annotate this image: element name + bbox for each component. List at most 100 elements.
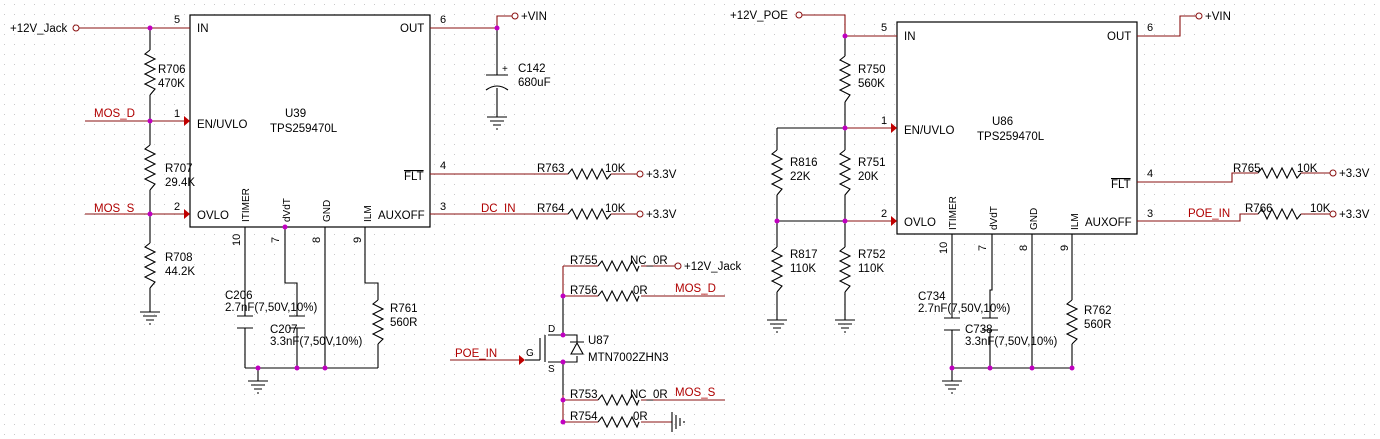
r762-body[interactable] [1065, 299, 1079, 345]
c734-ref: C734 [918, 291, 946, 303]
wire-vin-out [430, 15, 512, 29]
junction [294, 365, 300, 371]
u86-body[interactable] [896, 21, 1138, 235]
port-3v3-r766[interactable] [1329, 210, 1337, 218]
port-3v3-r763[interactable] [636, 170, 644, 178]
r764-body[interactable] [567, 207, 612, 221]
r706-body[interactable] [143, 49, 157, 96]
port-vin-left[interactable] [511, 12, 519, 20]
r754-ref: R754 [570, 411, 598, 423]
r763-body[interactable] [567, 167, 612, 181]
u39-pin-ovlo: OVLO [197, 210, 229, 222]
r756-body[interactable] [597, 289, 640, 303]
port-12v-jack-r755-label: +12V_Jack [684, 261, 741, 273]
junction [949, 365, 955, 371]
r756-ref: R756 [570, 285, 598, 297]
u87-pin-s: S [548, 364, 555, 375]
u87-pin-d: D [548, 324, 555, 335]
junction [560, 332, 566, 338]
r755-value: NC_0R [630, 255, 668, 267]
gnd-symbol-left-bottom [248, 380, 268, 394]
port-3v3-r765-label: +3.3V [1339, 168, 1370, 180]
u39-pinnum-in: 5 [174, 14, 180, 26]
junction [842, 33, 848, 39]
c207-plates [289, 315, 305, 329]
u86-pin-gnd: GND [1029, 208, 1040, 230]
c142-ref: C142 [518, 63, 546, 75]
right-ovlo-arrow [891, 216, 897, 226]
junction [322, 365, 328, 371]
u86-pinnum-out: 6 [1147, 22, 1153, 34]
u87-pin-g: G [526, 348, 534, 359]
junction [147, 118, 153, 124]
u39-pin-ilm: ILM [363, 205, 374, 222]
r707-value: 29.4K [165, 177, 195, 189]
port-vin-right[interactable] [1195, 12, 1203, 20]
wire-r755-rail [562, 265, 675, 296]
r707-ref: R707 [165, 163, 193, 175]
r754-body[interactable] [597, 415, 640, 429]
port-3v3-r764[interactable] [636, 210, 644, 218]
u39-pin-en: EN/UVLO [197, 119, 248, 131]
r761-body[interactable] [371, 299, 385, 345]
u39-pinnum-itimer: 10 [231, 234, 243, 246]
r706-value: 470K [158, 78, 185, 90]
u87-diode-wires [563, 334, 578, 363]
r765-value: 10K [1297, 163, 1318, 175]
r752-body[interactable] [838, 246, 852, 293]
u86-pinnum-ilm: 9 [1059, 245, 1071, 251]
r764-value: 10K [605, 203, 626, 215]
u39-pinnum-ovlo: 2 [174, 201, 180, 213]
u86-pinnum-in: 5 [881, 22, 887, 34]
u86-pin-ovlo: OVLO [904, 217, 936, 229]
net-mos-s: MOS_S [94, 203, 135, 215]
r764-ref: R764 [537, 203, 565, 215]
net-dc-in: DC_IN [481, 203, 516, 215]
r765-body[interactable] [1257, 166, 1302, 180]
net-mos-s-out: MOS_S [675, 387, 716, 399]
net-mos-d: MOS_D [94, 108, 135, 120]
port-12v-jack-r755[interactable] [674, 262, 682, 270]
junction [774, 218, 780, 224]
r816-ref: R816 [790, 157, 818, 169]
wire-flt-r765 [1137, 172, 1258, 183]
u39-pin-in: IN [197, 23, 209, 35]
r708-body[interactable] [143, 242, 157, 289]
r816-value: 22K [790, 171, 811, 183]
r751-body[interactable] [838, 149, 852, 196]
r817-ref: R817 [790, 249, 818, 261]
r762-ref: R762 [1084, 305, 1112, 317]
u39-body[interactable] [189, 14, 431, 228]
gnd-symbol-r752 [835, 319, 855, 333]
r754-value: 0R [633, 411, 648, 423]
junction [560, 397, 566, 403]
port-3v3-r766-label: +3.3V [1339, 209, 1370, 221]
u86-pin-en: EN/UVLO [904, 125, 955, 137]
port-3v3-r765[interactable] [1329, 169, 1337, 177]
port-12v-jack[interactable] [72, 24, 80, 32]
u87-channel [539, 335, 546, 362]
u86-pin-dvdt: dVdT [989, 206, 1000, 230]
u86-ref: U86 [992, 116, 1013, 128]
r750-body[interactable] [838, 55, 852, 103]
r753-ref: R753 [570, 389, 598, 401]
r753-body[interactable] [597, 393, 640, 407]
junction [842, 218, 848, 224]
r755-body[interactable] [597, 259, 640, 273]
r817-body[interactable] [770, 246, 784, 293]
r816-body[interactable] [770, 149, 784, 196]
r707-body[interactable] [143, 144, 157, 191]
junction [842, 125, 848, 131]
port-vin-right-label: +VIN [1205, 11, 1231, 23]
port-12v-poe[interactable] [795, 11, 803, 19]
r766-body[interactable] [1257, 207, 1302, 221]
port-12v-poe-label: +12V_POE [730, 10, 788, 22]
gnd-symbol-c142 [487, 116, 507, 130]
junction [494, 25, 500, 31]
c206-value: 2.7nF(7,50V,10%) [225, 302, 317, 314]
r751-ref: R751 [858, 157, 886, 169]
r708-ref: R708 [165, 252, 193, 264]
r761-ref: R761 [390, 303, 418, 315]
gate-arrow [519, 355, 525, 365]
